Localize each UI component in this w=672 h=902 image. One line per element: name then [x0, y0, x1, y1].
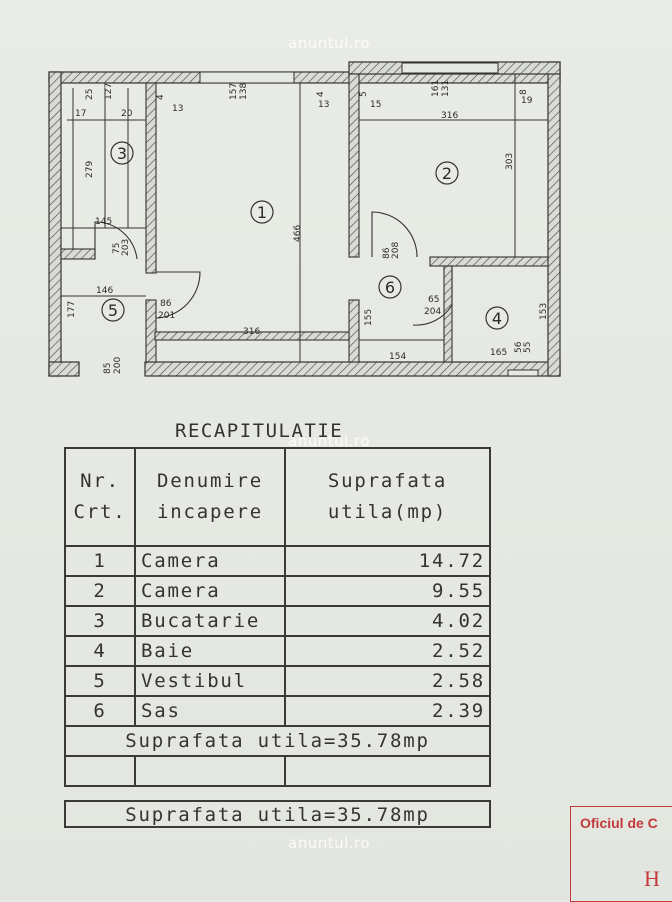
total-cell: Suprafata utila=35.78mp — [64, 725, 491, 757]
dim-label: 55 — [523, 342, 533, 353]
table-row: 4 Baie 2.52 — [64, 635, 491, 667]
dim-label: 303 — [505, 153, 515, 170]
inner-lines — [61, 74, 548, 362]
dim-label: 75 — [112, 243, 122, 254]
dim-label: 204 — [424, 307, 441, 317]
dim-label: 466 — [293, 225, 303, 242]
room-number: 4 — [492, 309, 502, 328]
cell-nr: 5 — [64, 665, 136, 697]
dim-label: 8 — [519, 89, 529, 95]
dim-label: 177 — [67, 301, 77, 318]
dim-label: 208 — [391, 242, 401, 259]
cell-name: Camera — [134, 575, 286, 607]
dim-label: 85 — [103, 363, 113, 374]
watermark: anuntul.ro — [288, 432, 371, 450]
dim-label: 4 — [156, 94, 166, 100]
cell-name: Camera — [134, 545, 286, 577]
cell-name: Vestibul — [134, 665, 286, 697]
room-number: 1 — [257, 203, 267, 222]
cell-area: 2.52 — [284, 635, 491, 667]
cell-nr: 1 — [64, 545, 136, 577]
dim-label: 13 — [318, 100, 329, 110]
dim-label: 145 — [95, 217, 112, 227]
recap-title: RECAPITULATIE — [175, 420, 344, 442]
dim-label: 65 — [428, 295, 439, 305]
empty-cell — [134, 755, 286, 787]
cell-area: 2.39 — [284, 695, 491, 727]
dim-label: 86 — [160, 299, 172, 309]
cell-nr: 2 — [64, 575, 136, 607]
total-summary: Suprafata utila=35.78mp — [64, 800, 491, 828]
dim-label: 56 — [514, 341, 524, 353]
dim-label: 86 — [382, 247, 392, 259]
room-number: 6 — [385, 278, 395, 297]
stamp-text: Oficiul de C — [580, 815, 658, 831]
dim-label: 19 — [521, 96, 533, 106]
dim-label: 25 — [85, 89, 95, 100]
stamp-letter: H — [644, 866, 660, 891]
dim-label: 200 — [113, 357, 123, 374]
table-row: 2 Camera 9.55 — [64, 575, 491, 607]
room-number: 3 — [117, 144, 127, 163]
table-row: 5 Vestibul 2.58 — [64, 665, 491, 697]
dim-label: 155 — [364, 309, 374, 326]
empty-cell — [284, 755, 491, 787]
cell-nr: 3 — [64, 605, 136, 637]
dim-label: 157 — [229, 83, 239, 100]
dim-label: 146 — [96, 286, 113, 296]
dim-label: 17 — [75, 109, 86, 119]
dim-label: 127 — [104, 83, 114, 100]
cell-area: 2.58 — [284, 665, 491, 697]
cell-name: Baie — [134, 635, 286, 667]
table-row: 3 Bucatarie 4.02 — [64, 605, 491, 637]
cell-nr: 4 — [64, 635, 136, 667]
cell-area: 9.55 — [284, 575, 491, 607]
dim-label: 161 — [431, 80, 441, 97]
dim-label: 154 — [389, 352, 406, 362]
floor-plan: 1 2 3 4 5 6 17 25 127 20 4 13 157 138 4 … — [48, 61, 561, 377]
door-swings — [94, 211, 453, 326]
dim-label: 138 — [239, 83, 249, 100]
cell-area: 14.72 — [284, 545, 491, 577]
empty-cell — [64, 755, 136, 787]
dim-label: 203 — [121, 239, 131, 256]
dim-label: 4 — [316, 91, 326, 97]
dim-label: 279 — [85, 161, 95, 178]
total-row: Suprafata utila=35.78mp — [64, 725, 491, 757]
cell-name: Sas — [134, 695, 286, 727]
table-row: 6 Sas 2.39 — [64, 695, 491, 727]
dim-label: 316 — [243, 327, 260, 337]
room-labels: 1 2 3 4 5 6 — [101, 141, 509, 330]
dim-label: 316 — [441, 111, 458, 121]
room-number: 5 — [108, 301, 118, 320]
watermark: anuntul.ro — [288, 834, 371, 852]
dim-label: 131 — [441, 80, 451, 97]
room-number: 2 — [442, 164, 452, 183]
dim-label: 153 — [539, 303, 549, 320]
dim-label: 15 — [370, 100, 381, 110]
watermark: anuntul.ro — [288, 34, 371, 52]
dim-label: 201 — [158, 311, 175, 321]
dimension-labels: 17 25 127 20 4 13 157 138 4 13 5 15 161 … — [67, 80, 549, 374]
dim-label: 5 — [359, 91, 369, 97]
dim-label: 165 — [490, 348, 507, 358]
empty-row — [64, 755, 491, 787]
windows — [199, 62, 539, 377]
dim-label: 20 — [121, 109, 133, 119]
cell-area: 4.02 — [284, 605, 491, 637]
dim-label: 13 — [172, 104, 183, 114]
cell-nr: 6 — [64, 695, 136, 727]
table-row: 1 Camera 14.72 — [64, 545, 491, 577]
cell-name: Bucatarie — [134, 605, 286, 637]
interior-walls — [60, 73, 549, 363]
header-nr: Nr.Crt. — [64, 447, 136, 547]
